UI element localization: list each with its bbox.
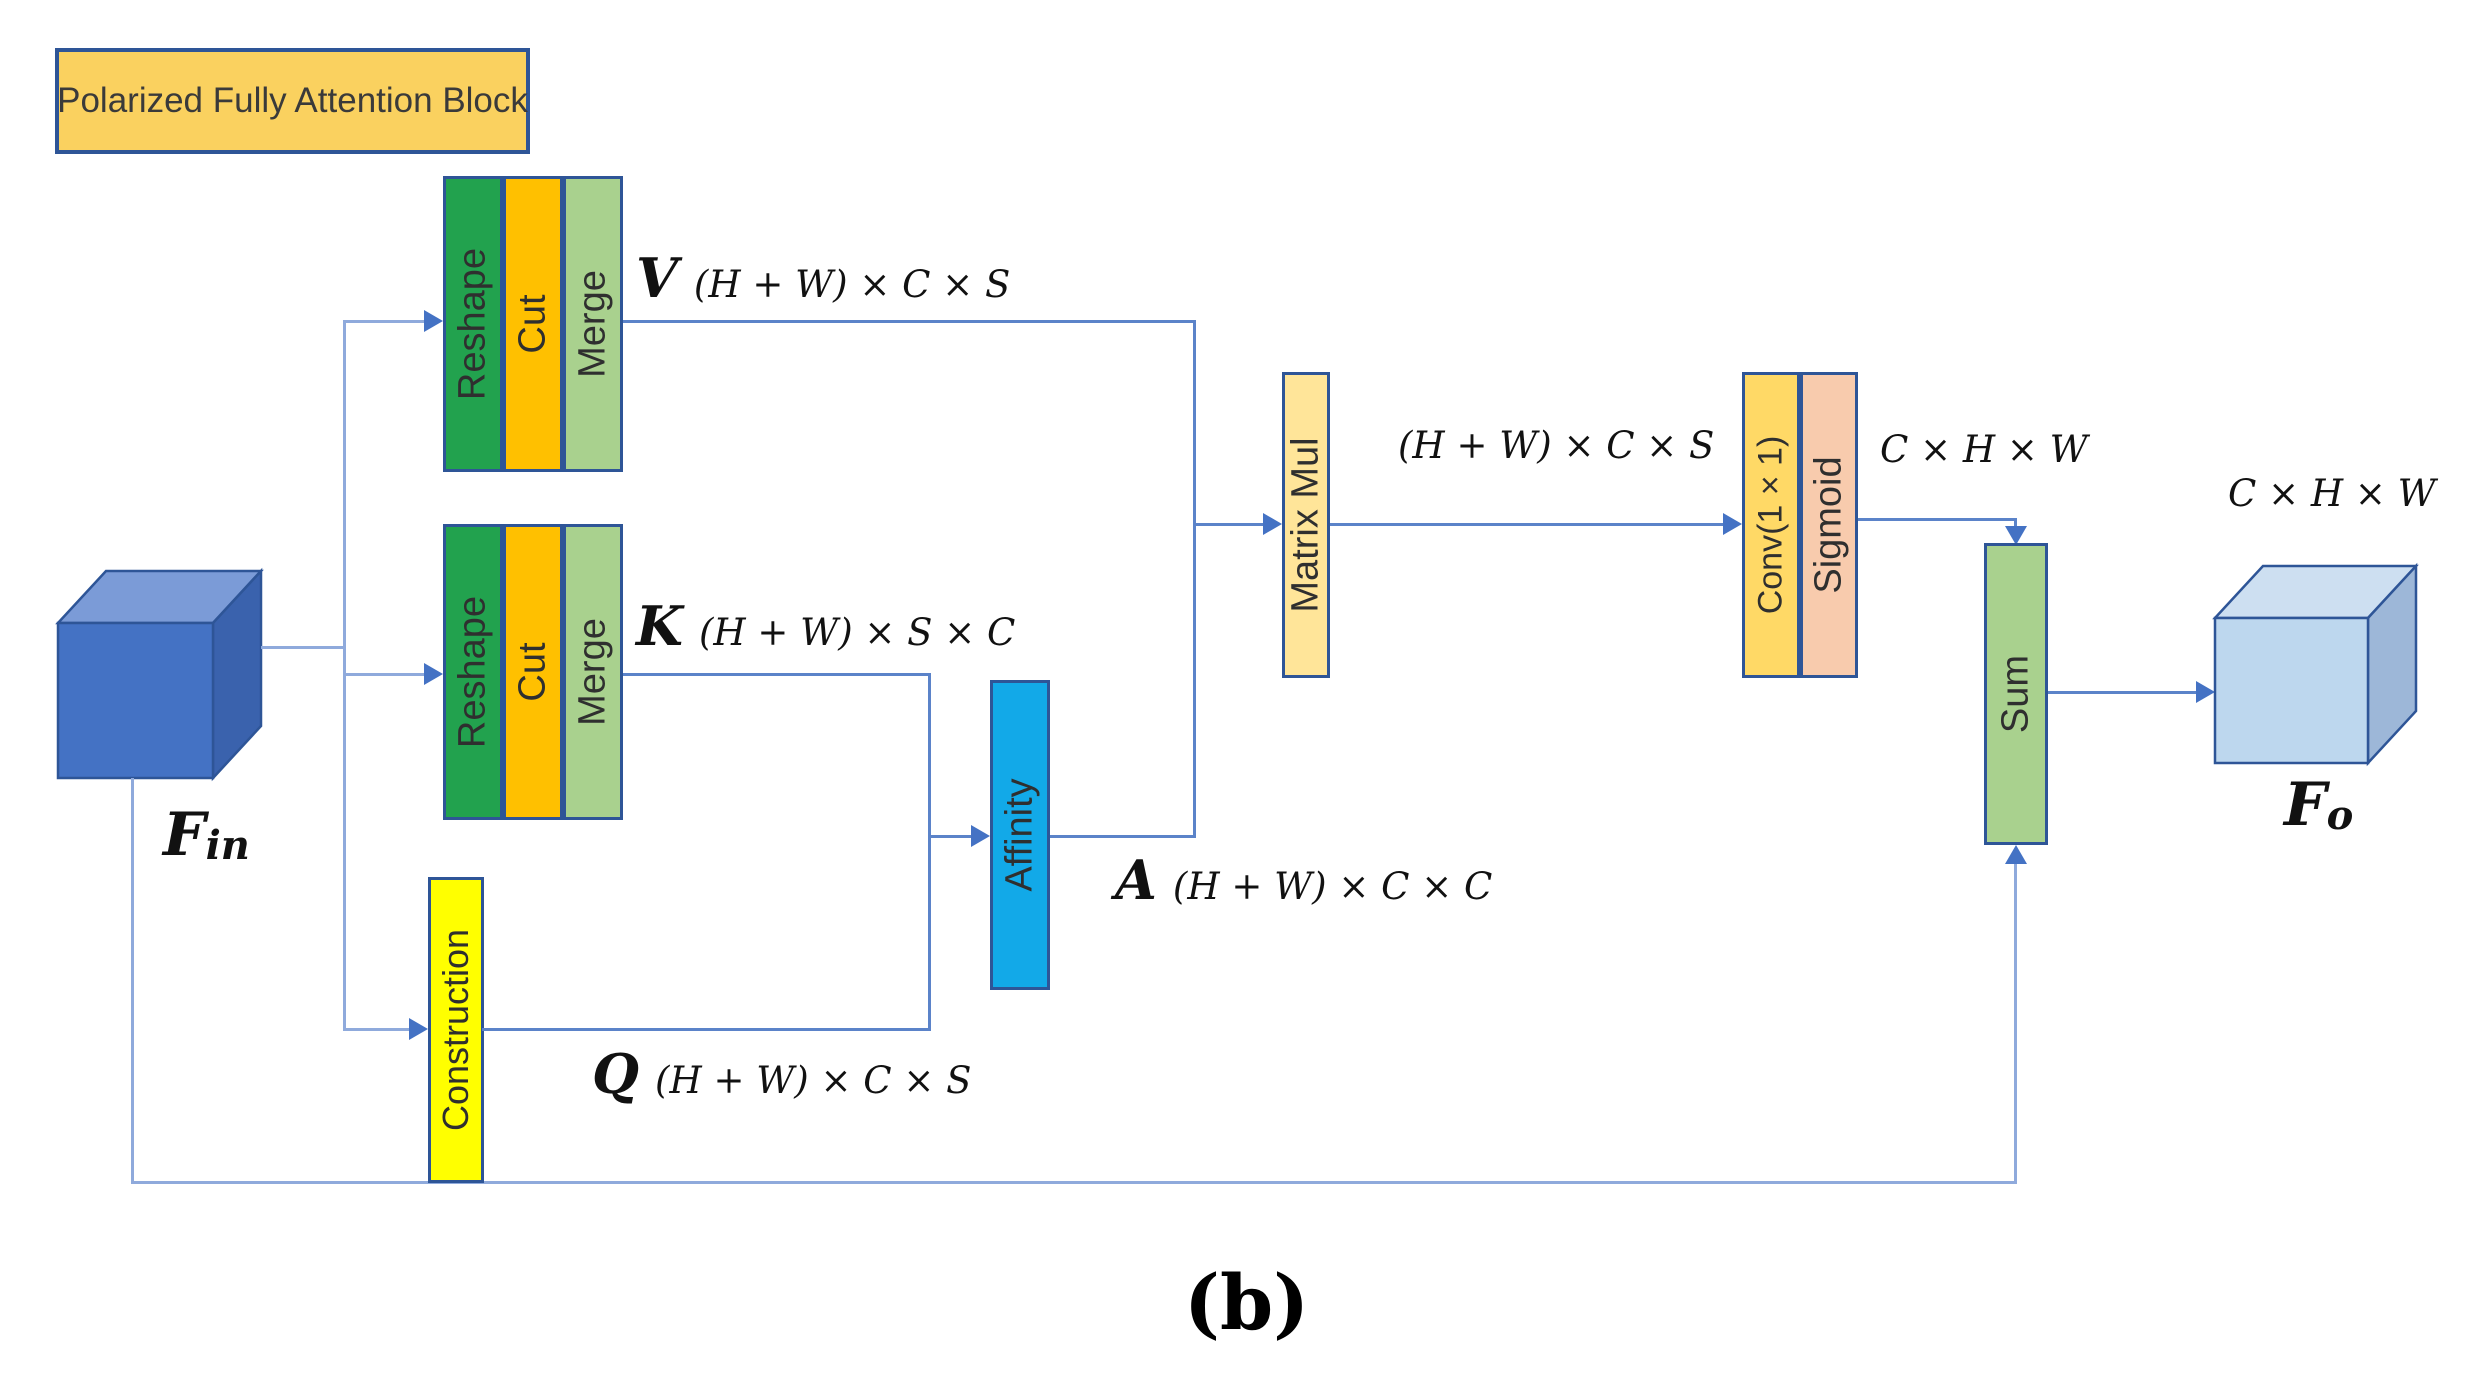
sum-label: Sum bbox=[1994, 654, 2037, 734]
matrix-mul-output-dims: (H + W) × C × S bbox=[1398, 424, 1715, 467]
matrix-mul-block: Matrix Mul bbox=[1282, 372, 1330, 678]
arrow-into-conv bbox=[1723, 513, 1742, 535]
k-reshape-label: Reshape bbox=[451, 595, 494, 749]
figure-title-box: Polarized Fully Attention Block bbox=[55, 48, 530, 154]
sum-block: Sum bbox=[1984, 543, 2048, 845]
k-merge-label: Merge bbox=[571, 618, 614, 726]
input-feature-label: Fin bbox=[163, 800, 250, 870]
cube-front-face bbox=[56, 621, 215, 780]
v-cut-label: Cut bbox=[511, 294, 554, 354]
conv-label: Conv(1 × 1) bbox=[1751, 435, 1790, 615]
v-cut-block: Cut bbox=[503, 176, 563, 472]
branch-q-line bbox=[343, 1028, 410, 1031]
arrow-into-k-group bbox=[424, 663, 443, 685]
affinity-label: Affinity bbox=[998, 778, 1041, 892]
cube-output-line bbox=[261, 646, 344, 649]
matrix-mul-input-line bbox=[1193, 523, 1264, 526]
output-feature-cube bbox=[2212, 562, 2419, 767]
k-cut-label: Cut bbox=[511, 642, 554, 702]
arrow-into-matrix-mul bbox=[1263, 513, 1282, 535]
skip-line-bottom bbox=[131, 1181, 2017, 1184]
kq-junction-line bbox=[928, 673, 931, 1031]
arrow-into-construction bbox=[409, 1018, 428, 1040]
matrix-mul-label: Matrix Mul bbox=[1284, 437, 1327, 613]
v-tensor-label: V (H + W) × C × S bbox=[636, 246, 1011, 310]
k-cut-block: Cut bbox=[503, 524, 563, 820]
affinity-input-line bbox=[928, 835, 972, 838]
k-tensor-label: K (H + W) × S × C bbox=[636, 594, 1016, 658]
arrow-into-affinity bbox=[971, 825, 990, 847]
v-line bbox=[623, 320, 1196, 323]
va-junction-line bbox=[1193, 320, 1196, 838]
input-feature-cube bbox=[55, 567, 264, 782]
figure-title: Polarized Fully Attention Block bbox=[57, 81, 528, 120]
affinity-block: Affinity bbox=[990, 680, 1050, 990]
sigmoid-block: Sigmoid bbox=[1800, 372, 1858, 678]
skip-line-right bbox=[2014, 862, 2017, 1182]
v-reshape-label: Reshape bbox=[451, 247, 494, 401]
construction-block: Construction bbox=[428, 877, 484, 1183]
sigmoid-output-line bbox=[1858, 518, 2016, 521]
k-line bbox=[623, 673, 931, 676]
output-feature-label: Fo bbox=[2284, 770, 2354, 840]
sigmoid-label: Sigmoid bbox=[1807, 456, 1850, 594]
k-merge-block: Merge bbox=[563, 524, 623, 820]
arrow-into-v-group bbox=[424, 310, 443, 332]
arrow-into-sum-top bbox=[2005, 526, 2027, 545]
branch-k-line bbox=[343, 673, 425, 676]
a-output-line bbox=[1050, 835, 1196, 838]
sigmoid-output-dims: C × H × W bbox=[1880, 428, 2088, 471]
k-reshape-block: Reshape bbox=[443, 524, 503, 820]
q-line bbox=[482, 1028, 931, 1031]
output-cube-dims: C × H × W bbox=[2228, 472, 2436, 515]
construction-label: Construction bbox=[435, 928, 476, 1132]
sigmoid-output-drop bbox=[2014, 518, 2017, 528]
skip-line-left bbox=[131, 778, 134, 1184]
branch-v-line bbox=[343, 320, 425, 323]
v-reshape-block: Reshape bbox=[443, 176, 503, 472]
arrow-into-sum-bottom bbox=[2005, 845, 2027, 864]
q-tensor-label: Q (H + W) × C × S bbox=[592, 1042, 972, 1106]
a-tensor-label: A (H + W) × C × C bbox=[1115, 848, 1493, 912]
sum-output-line bbox=[2048, 691, 2198, 694]
figure-caption: (b) bbox=[1184, 1258, 1310, 1347]
matrix-mul-output-line bbox=[1330, 523, 1724, 526]
arrow-into-output-cube bbox=[2196, 681, 2215, 703]
cube-front-face bbox=[2213, 616, 2370, 765]
conv-block: Conv(1 × 1) bbox=[1742, 372, 1800, 678]
v-merge-label: Merge bbox=[571, 270, 614, 378]
v-merge-block: Merge bbox=[563, 176, 623, 472]
